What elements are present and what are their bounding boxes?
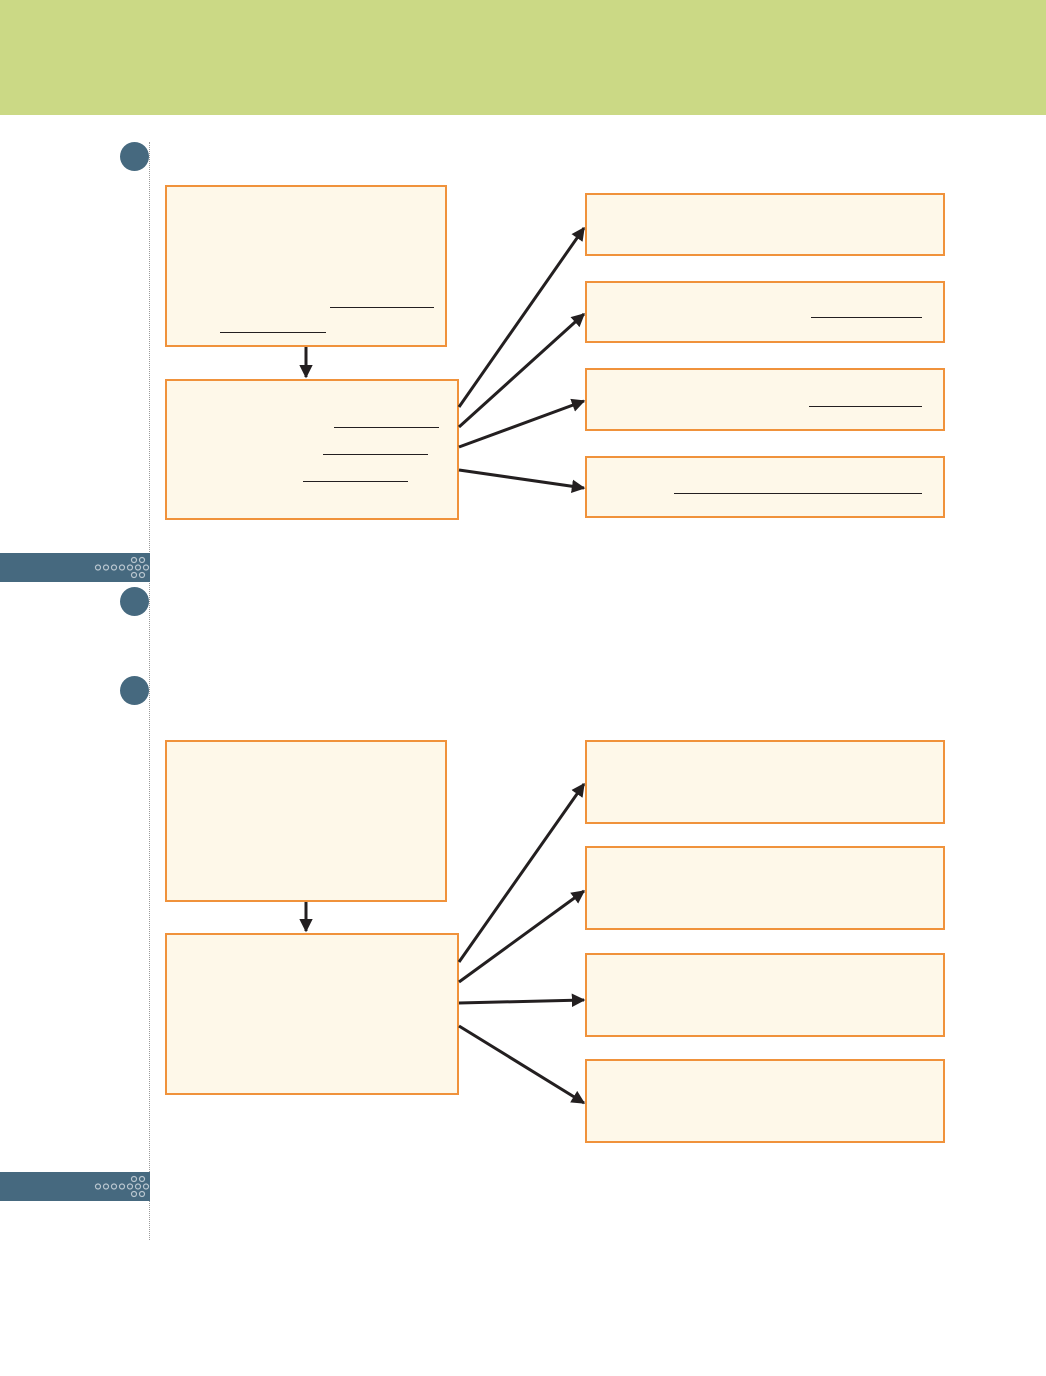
section-3-branch-box-4 xyxy=(585,1059,945,1143)
answer-blank xyxy=(220,332,326,333)
header-band xyxy=(0,0,1046,115)
section-1-branch-box-4 xyxy=(585,456,945,518)
answer-blank xyxy=(323,454,428,455)
branch-arrow xyxy=(457,226,586,408)
branch-arrow xyxy=(457,782,586,963)
dot-chain-icon xyxy=(94,1175,150,1198)
branch-arrow xyxy=(458,398,586,449)
section-3-branch-box-3 xyxy=(585,953,945,1037)
section-1-marker-icon xyxy=(120,142,149,171)
branch-arrow xyxy=(458,1024,586,1105)
branch-arrow xyxy=(458,468,586,493)
margin-divider xyxy=(149,142,150,1240)
branch-arrow xyxy=(458,889,586,984)
section-3-top-box xyxy=(165,740,447,902)
section-1-branch-box-3 xyxy=(585,368,945,431)
section-1-branch-box-1 xyxy=(585,193,945,256)
answer-blank xyxy=(674,493,922,494)
answer-blank xyxy=(330,307,434,308)
answer-blank xyxy=(809,406,922,407)
section-2-marker-icon xyxy=(120,587,149,616)
side-tab xyxy=(0,553,150,582)
side-tab xyxy=(0,1172,150,1201)
section-3-branch-box-2 xyxy=(585,846,945,930)
branch-arrow xyxy=(458,993,586,1008)
branch-arrow xyxy=(457,312,586,429)
section-1-middle-box xyxy=(165,379,459,520)
answer-blank xyxy=(334,427,439,428)
section-3-branch-box-1 xyxy=(585,740,945,824)
section-1-branch-box-2 xyxy=(585,281,945,343)
dot-chain-icon xyxy=(94,556,150,579)
answer-blank xyxy=(811,317,922,318)
section-3-middle-box xyxy=(165,933,459,1095)
answer-blank xyxy=(303,481,408,482)
section-1-top-box xyxy=(165,185,447,347)
section-3-marker-icon xyxy=(120,676,149,705)
